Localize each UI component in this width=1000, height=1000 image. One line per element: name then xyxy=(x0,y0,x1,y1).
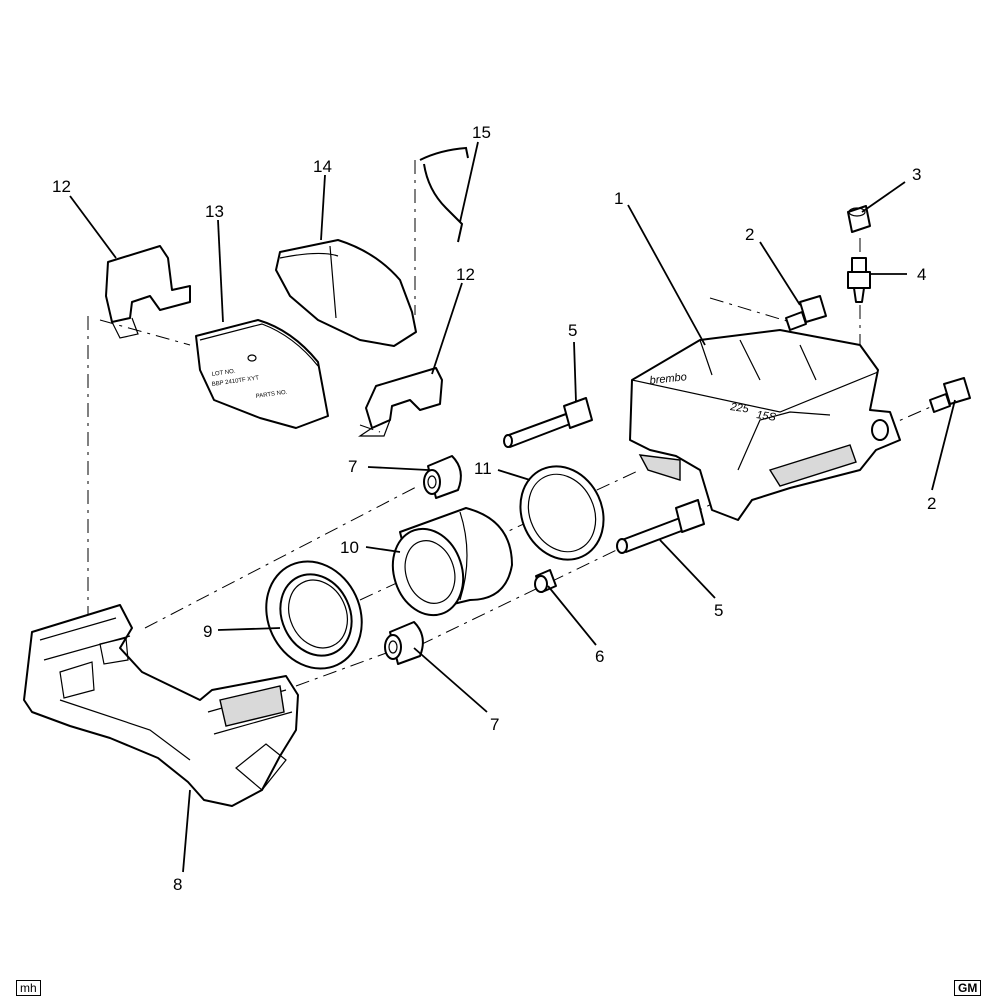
piston-seal xyxy=(265,560,363,670)
bleeder-cap xyxy=(847,205,871,233)
callout-15: 15 xyxy=(472,123,491,142)
caliper-bolt-upper xyxy=(785,295,827,331)
pad-lot-stamp: LOT NO. xyxy=(211,369,236,378)
caliper-size-stamp-a: 225 xyxy=(729,401,751,416)
leader-lines xyxy=(69,141,956,873)
caliper-size-stamp-b: 15S xyxy=(756,409,778,424)
pad-clip-left xyxy=(105,245,191,339)
brake-pad-inner: LOT NO. BBP 2410TF XYT PARTS NO. xyxy=(195,319,329,429)
callout-8: 8 xyxy=(173,875,182,894)
gm-logo: GM xyxy=(954,980,982,996)
callout-7-upper: 7 xyxy=(348,457,357,476)
callout-13: 13 xyxy=(205,202,224,221)
callout-5-lower: 5 xyxy=(714,601,723,620)
callout-12-left: 12 xyxy=(52,177,71,196)
callout-14: 14 xyxy=(313,157,332,176)
callout-labels: 1 2 2 3 4 5 5 6 7 7 8 9 10 11 12 12 13 1… xyxy=(52,123,936,894)
piston-boot xyxy=(519,465,605,561)
callout-9: 9 xyxy=(203,622,212,641)
callout-10: 10 xyxy=(340,538,359,557)
callout-2-lower: 2 xyxy=(927,494,936,513)
pad-part-stamp: PARTS NO. xyxy=(255,390,288,400)
callout-3: 3 xyxy=(912,165,921,184)
brake-pad-outer xyxy=(275,239,417,347)
caliper-body: brembo 225 15S xyxy=(629,329,901,521)
small-bushing xyxy=(534,569,557,593)
callout-4: 4 xyxy=(917,265,926,284)
caliper-bolt-lower xyxy=(929,377,971,413)
guide-pin-bushing-upper xyxy=(423,455,462,499)
callout-5-upper: 5 xyxy=(568,321,577,340)
guide-pin-lower xyxy=(616,499,705,554)
pad-clip-right xyxy=(358,367,443,437)
callout-11: 11 xyxy=(474,459,492,478)
caliper-brand-stamp: brembo xyxy=(649,371,687,387)
bleeder-valve xyxy=(847,257,871,303)
callout-12-right: 12 xyxy=(456,265,475,284)
guide-pin-upper xyxy=(503,397,593,448)
guide-pin-bushing-lower xyxy=(384,621,424,665)
callout-2-upper: 2 xyxy=(745,225,754,244)
piston xyxy=(391,507,513,617)
callout-1: 1 xyxy=(614,189,623,208)
callout-6: 6 xyxy=(595,647,604,666)
caliper-bracket xyxy=(23,604,299,807)
callout-7-lower: 7 xyxy=(490,715,499,734)
pad-spring xyxy=(419,146,469,243)
illustrator-mark: mh xyxy=(16,980,41,996)
